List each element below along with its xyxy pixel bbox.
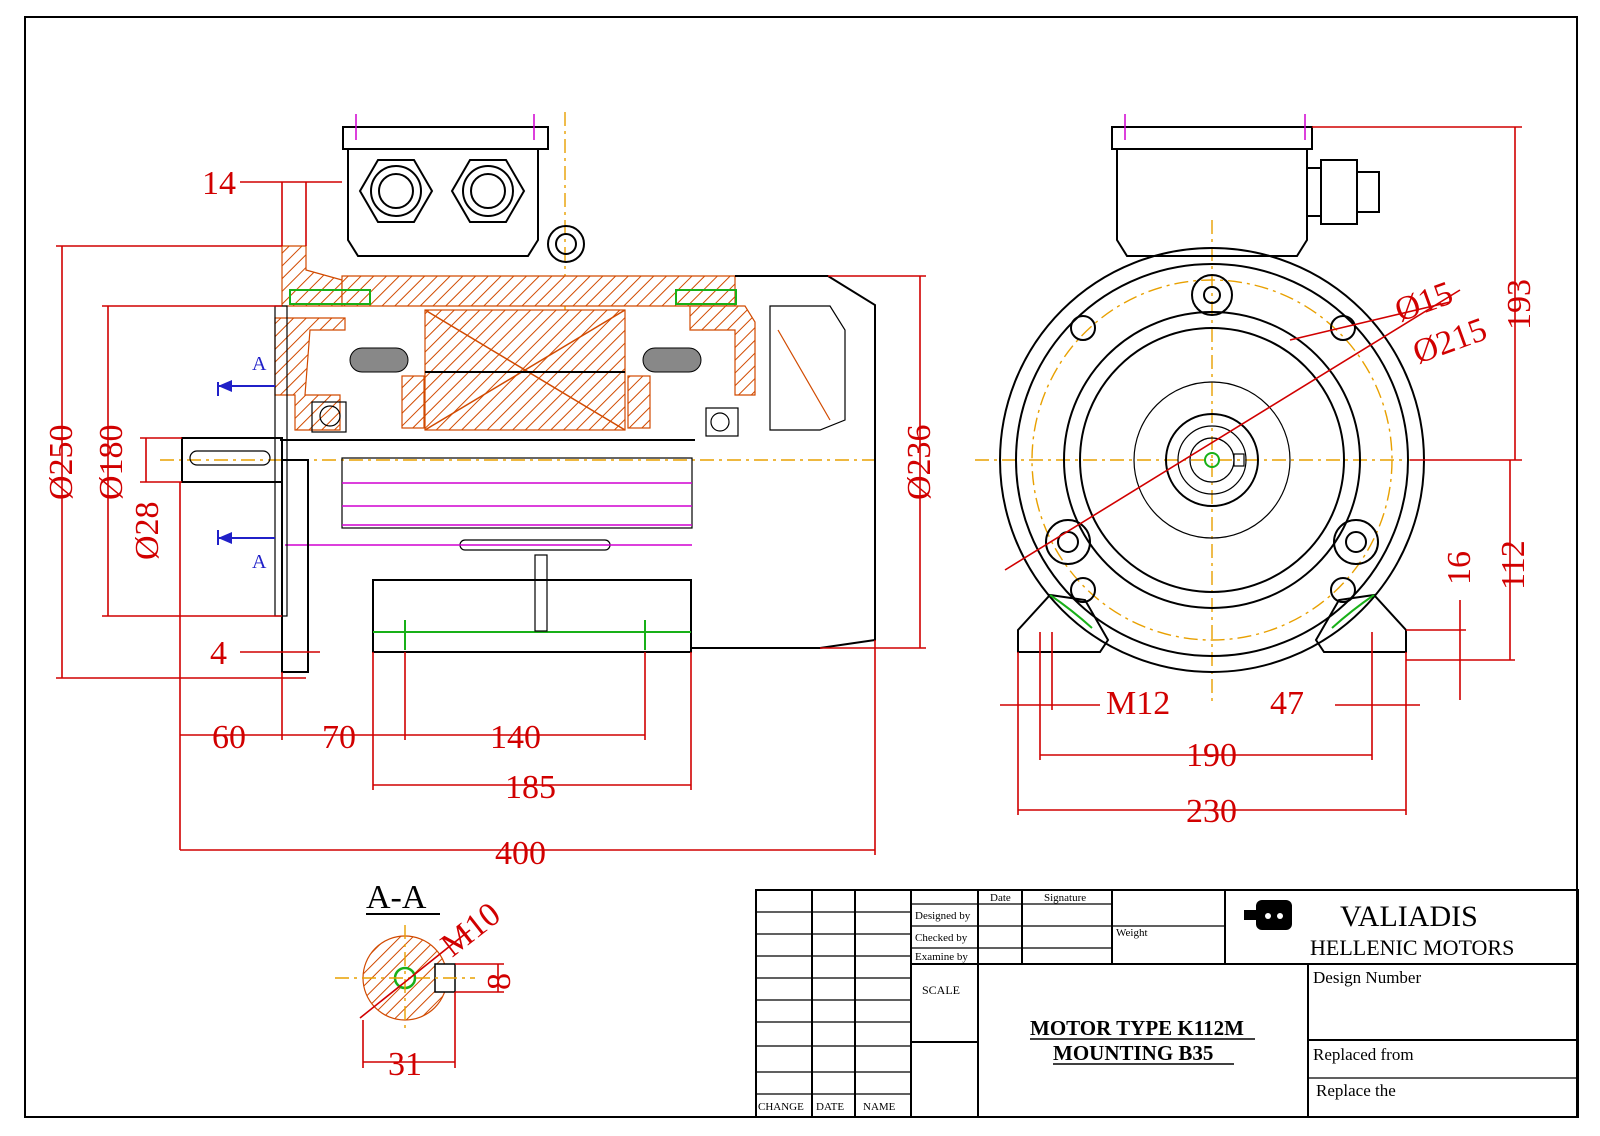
dim-4: 4 [210, 635, 227, 672]
dim-190: 190 [1186, 737, 1237, 774]
dim-70: 70 [322, 719, 356, 756]
dim-m10: M10 [434, 896, 507, 965]
dim-d180: Ø180 [93, 424, 130, 500]
label-weight: Weight [1116, 927, 1148, 939]
label-change: CHANGE [758, 1101, 804, 1113]
label-date: DATE [816, 1101, 844, 1113]
label-checked-by: Checked by [915, 932, 968, 944]
dim-140: 140 [490, 719, 541, 756]
label-design-number: Design Number [1313, 968, 1421, 987]
section-label-top: A [252, 353, 267, 375]
label-examine-by: Examine by [915, 951, 968, 963]
dim-8: 8 [481, 973, 518, 990]
stator [424, 309, 626, 431]
front-dimension-lines [56, 181, 926, 855]
title-block: CHANGE DATE NAME Date Signature Designed… [755, 889, 1579, 1118]
label-col-signature: Signature [1044, 892, 1086, 904]
label-replace-the: Replace the [1316, 1081, 1396, 1100]
label-replaced-from: Replaced from [1313, 1045, 1414, 1064]
section-a-a: A-A M10 8 31 [335, 879, 518, 1083]
dim-47: 47 [1270, 685, 1304, 722]
dim-14: 14 [202, 165, 236, 202]
label-scale: SCALE [922, 983, 960, 997]
dim-193: 193 [1501, 279, 1538, 330]
side-dimension-lines [1000, 126, 1522, 815]
front-view: A A [43, 112, 938, 872]
dim-d250: Ø250 [43, 424, 80, 500]
section-arrow-top: A [217, 353, 275, 396]
dim-60: 60 [212, 719, 246, 756]
dim-d15: Ø15 [1390, 275, 1458, 330]
terminal-box [342, 114, 585, 263]
dim-m12: M12 [1106, 685, 1170, 722]
side-view: Ø15 Ø215 193 16 112 M12 47 190 230 [975, 114, 1538, 830]
side-terminal-box [1111, 114, 1380, 257]
label-name: NAME [863, 1101, 896, 1113]
motor-type: MOTOR TYPE K112M [1030, 1016, 1244, 1040]
section-label-bottom: A [252, 551, 267, 573]
mounting-type: MOUNTING B35 [1053, 1041, 1213, 1065]
dim-d28: Ø28 [129, 501, 166, 560]
dim-230: 230 [1186, 793, 1237, 830]
dim-16: 16 [1441, 551, 1478, 585]
flange-holes [1045, 274, 1379, 603]
label-designed-by: Designed by [915, 910, 971, 922]
company-logo [1244, 900, 1292, 930]
dim-112: 112 [1495, 540, 1532, 590]
company-subtitle: HELLENIC MOTORS [1310, 935, 1514, 960]
section-title: A-A [366, 879, 427, 916]
label-col-date: Date [990, 892, 1011, 904]
dim-31: 31 [388, 1046, 422, 1083]
section-arrow-bottom: A [217, 530, 275, 573]
company-name: VALIADIS [1340, 900, 1478, 933]
dim-d236: Ø236 [901, 424, 938, 500]
dim-185: 185 [505, 769, 556, 806]
dim-400: 400 [495, 835, 546, 872]
